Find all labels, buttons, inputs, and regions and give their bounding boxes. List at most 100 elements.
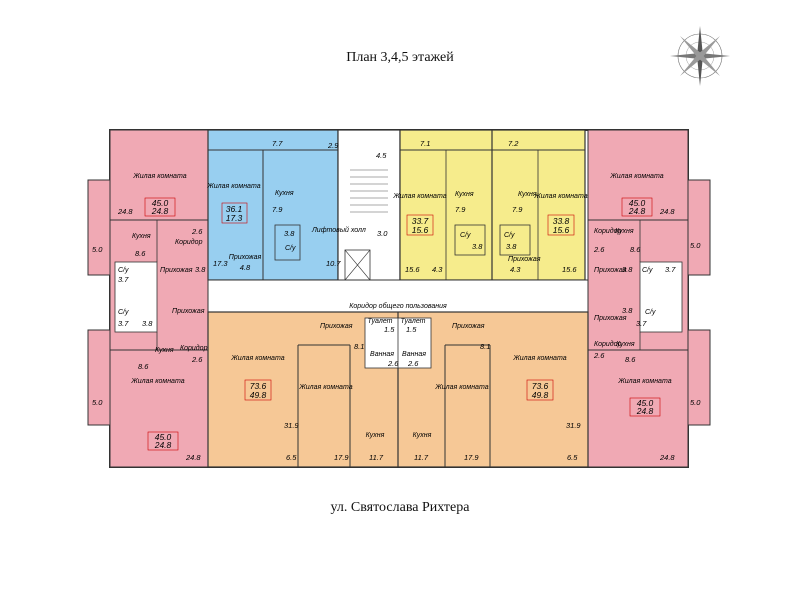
plan-label: 8.1 (480, 342, 490, 351)
plan-label: 3.7 (665, 265, 676, 274)
plan-label: 17.9 (464, 453, 479, 462)
plan-label: 8.6 (630, 245, 641, 254)
plan-label: Кухня (132, 233, 151, 240)
plan-label: С/у (118, 267, 129, 274)
plan-label: 45.0 (152, 198, 169, 208)
plan-label: 15.6 (562, 265, 577, 274)
plan-label: Прихожая (452, 323, 485, 330)
plan-label: 5.0 (690, 241, 701, 250)
plan-label: Прихожая (160, 267, 193, 274)
street-name: ул. Святослава Рихтера (330, 500, 470, 515)
plan-label: 3.0 (377, 229, 388, 238)
plan-label: Кухня (518, 191, 537, 198)
plan-label: Коридор (594, 340, 622, 348)
balcony-right-top (687, 179, 711, 276)
plan-label: 24.8 (659, 207, 675, 216)
right-bath-block (639, 261, 683, 333)
plan-label: Кухня (455, 191, 474, 198)
plan-label: 4.5 (376, 151, 387, 160)
plan-label: 2.9 (327, 141, 339, 150)
plan-label: Жилая комната (206, 183, 260, 190)
plan-label: 24.8 (154, 440, 172, 450)
plan-label: Кухня (616, 341, 635, 348)
plan-label: 11.7 (369, 453, 384, 462)
plan-label: Прихожая (594, 315, 627, 322)
plan-label: 7.9 (455, 205, 466, 214)
plan-label: 3.8 (622, 306, 633, 315)
plan-label: Жилая комната (609, 173, 663, 180)
plan-label: 3.8 (195, 265, 206, 274)
plan-label: С/у (504, 232, 515, 239)
plan-label: 5.0 (690, 398, 701, 407)
plan-label: С/у (118, 309, 129, 316)
plan-label: 7.9 (512, 205, 523, 214)
common-corridor (207, 279, 589, 313)
plan-label: 3.8 (472, 242, 483, 251)
plan-label: 36.1 (226, 204, 243, 214)
plan-label: 73.6 (532, 381, 549, 391)
plan-label: 15.6 (405, 265, 420, 274)
plan-label: Жилая комната (512, 355, 566, 362)
compass-icon (670, 26, 730, 86)
plan-label: Лифтовый холл (311, 226, 366, 234)
plan-label: 10.7 (326, 259, 341, 268)
plan-label: Жилая комната (130, 378, 184, 385)
plan-label: 7.9 (272, 205, 283, 214)
balcony-left-bottom (87, 329, 111, 426)
balcony-left-top (87, 179, 111, 276)
plan-label: 3.8 (506, 242, 517, 251)
plan-label: 8.6 (625, 355, 636, 364)
plan-label: Ванная (402, 351, 426, 358)
plan-label: Ванная (370, 351, 394, 358)
plan-label: 3.8 (622, 265, 633, 274)
balcony-right-bottom (687, 329, 711, 426)
apartment-studio (207, 129, 339, 281)
plan-label: С/у (285, 245, 296, 252)
plan-label: 24.8 (151, 206, 169, 216)
plan-label: Прихожая (172, 308, 205, 315)
plan-label: 1.5 (384, 325, 395, 334)
plan-label: Кухня (615, 228, 634, 235)
plan-label: 2.6 (593, 245, 605, 254)
plan-label: Жилая комната (434, 384, 488, 391)
plan-label: Туалет (401, 318, 426, 325)
plan-label: 15.6 (412, 225, 429, 235)
plan-label: 2.6 (191, 355, 203, 364)
plan-label: 3.7 (636, 319, 647, 328)
plan-label: 17.3 (226, 213, 243, 223)
plan-title: План 3,4,5 этажей (346, 50, 454, 65)
plan-label: 45.0 (629, 198, 646, 208)
plan-label: 8.6 (138, 362, 149, 371)
plan-label: Жилая комната (230, 355, 284, 362)
plan-label: 11.7 (414, 453, 429, 462)
plan-label: Коридор (594, 227, 622, 235)
plan-label: 31.9 (566, 421, 581, 430)
plan-label: 4.3 (432, 265, 443, 274)
plan-label: 24.8 (636, 406, 654, 416)
plan-label: 7.7 (272, 139, 283, 148)
plan-label: С/у (642, 267, 653, 274)
plan-label: Прихожая (320, 323, 353, 330)
plan-label: 8.1 (354, 342, 364, 351)
plan-label: Жилая комната (392, 193, 446, 200)
plan-label: 24.8 (117, 207, 133, 216)
plan-label: 4.3 (510, 265, 521, 274)
plan-label: 3.7 (118, 275, 129, 284)
plan-label: 3.7 (118, 319, 129, 328)
plan-label: 3.8 (142, 319, 153, 328)
plan-label: Коридор (175, 238, 203, 246)
plan-label: 31.9 (284, 421, 299, 430)
plan-label: Жилая комната (617, 378, 671, 385)
plan-label: 7.1 (420, 139, 430, 148)
plan-label: 45.0 (155, 432, 172, 442)
plan-label: Прихожая (508, 256, 541, 263)
plan-label: 24.8 (628, 206, 646, 216)
plan-label: 6.5 (286, 453, 297, 462)
plan-label: 5.0 (92, 245, 103, 254)
plan-label: 7.2 (508, 139, 519, 148)
plan-label: Жилая комната (533, 193, 587, 200)
plan-label: Кухня (155, 347, 174, 354)
left-bath-block (114, 261, 158, 333)
plan-label: 3.8 (284, 229, 295, 238)
